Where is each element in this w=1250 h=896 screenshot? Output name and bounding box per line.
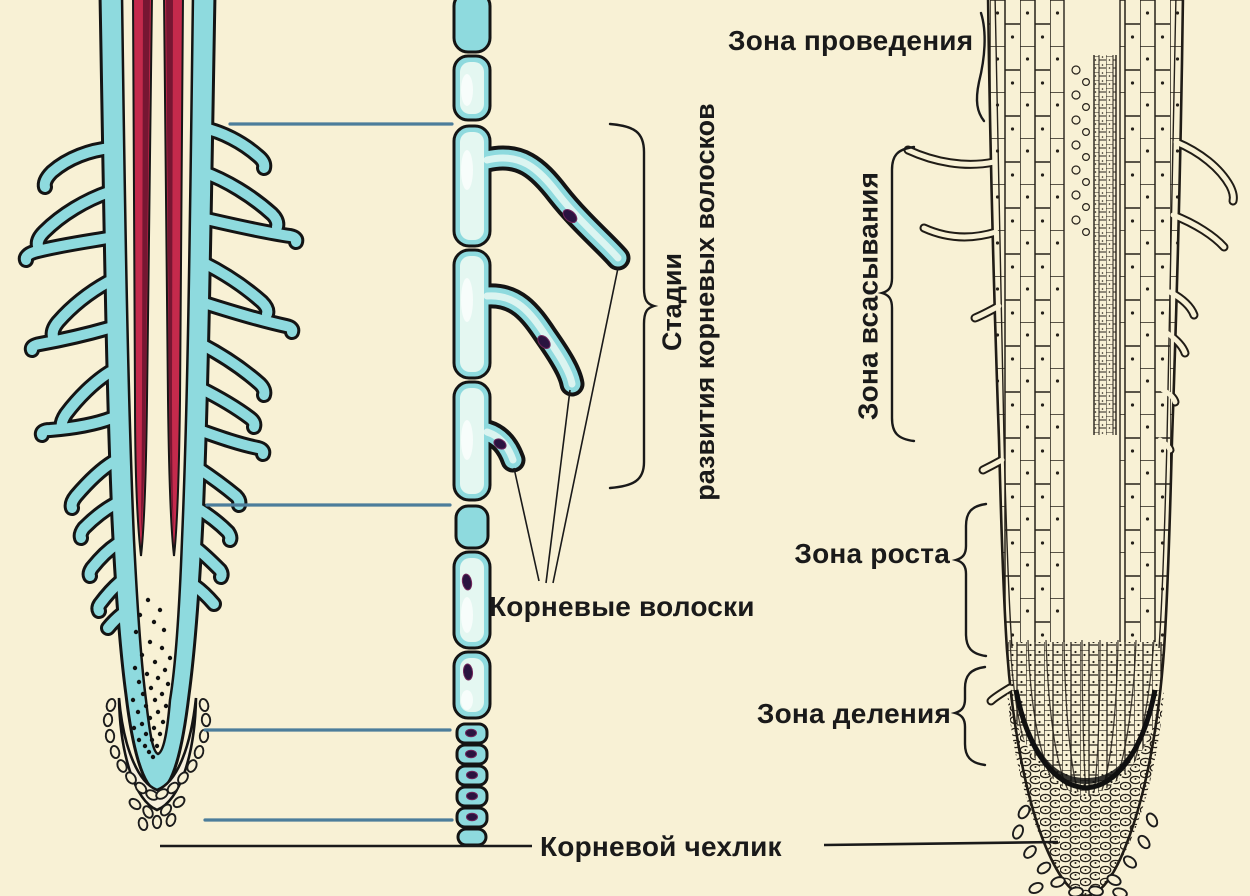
sloughed-cap-cells: [1012, 804, 1159, 896]
conduction-zone-tick: [975, 11, 986, 123]
vascular-strand-left-core: [141, 0, 150, 535]
root-hair-pointer-lines: [513, 267, 619, 584]
epidermis-line-left: [994, 0, 1013, 649]
label-root-cap: Корневой чехлик: [540, 831, 783, 862]
label-stages-line2: развития корневых волосков: [690, 103, 720, 500]
root-cap-line-right: [823, 840, 1059, 847]
label-division-zone: Зона деления: [757, 698, 951, 729]
label-conduction-zone: Зона проведения: [728, 25, 973, 56]
root-hair-stages-outline: [487, 158, 618, 460]
micrograph-root: [908, 0, 1233, 896]
label-root-hairs: Корневые волоски: [489, 591, 755, 622]
label-absorption-zone: Зона всасывания: [853, 172, 884, 420]
cell-lumens: [460, 62, 484, 712]
central-cylinder: [1063, 0, 1121, 644]
growth-zone-brace: [951, 502, 988, 658]
vascular-strand-right-core: [166, 0, 174, 535]
vessel-circles: [1071, 65, 1090, 237]
absorption-zone-brace: [877, 145, 916, 443]
cell-nuclei: [461, 208, 578, 822]
zone-divider-lines: [203, 122, 454, 822]
cap-bowl-shade: [1030, 730, 1141, 784]
label-growth-zone: Зона роста: [794, 538, 950, 569]
label-stages-line1: Стадии: [657, 253, 687, 351]
central-tiny-cells: [1094, 55, 1116, 435]
schematic-root: [26, 0, 296, 832]
stages-bracket: [608, 122, 659, 490]
root-cap-region: [1007, 690, 1164, 895]
division-zone-brace: [950, 665, 987, 767]
cap-bowl-line: [1013, 689, 1158, 791]
annotation-layer: Зона проведения Стадии развития корневых…: [160, 11, 1059, 862]
cell-column-diagram: [452, 0, 619, 847]
root-cap-cells: [102, 697, 212, 832]
root-tip-dots: [130, 597, 173, 760]
